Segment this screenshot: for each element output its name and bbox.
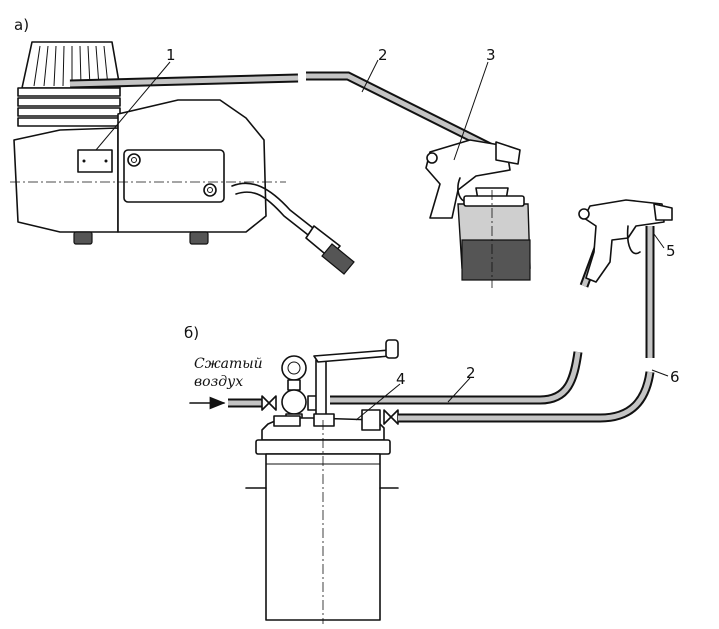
air-hose-a [69,71,495,153]
panel-a-label: а) [14,16,29,34]
spray-gun-with-cup [425,139,531,288]
callout-b-2: 2 [466,364,476,382]
pressure-tank [228,339,399,624]
callout-a-3: 3 [486,46,496,64]
callout-a-1: 1 [166,46,176,64]
spray-gun-pressure-fed [578,199,673,283]
compressor [10,41,355,275]
air-label-line1: Сжатый [194,356,263,372]
callout-leaders-b [355,233,669,421]
panel-b-label: б) [184,324,199,342]
fluid-hose [383,226,655,425]
callout-b-4: 4 [396,370,406,388]
callout-a-2: 2 [378,46,388,64]
callout-b-5: 5 [666,242,676,260]
callout-leaders-a [95,59,489,161]
callout-b-6: 6 [670,368,680,386]
air-label-line2: воздух [194,374,243,390]
